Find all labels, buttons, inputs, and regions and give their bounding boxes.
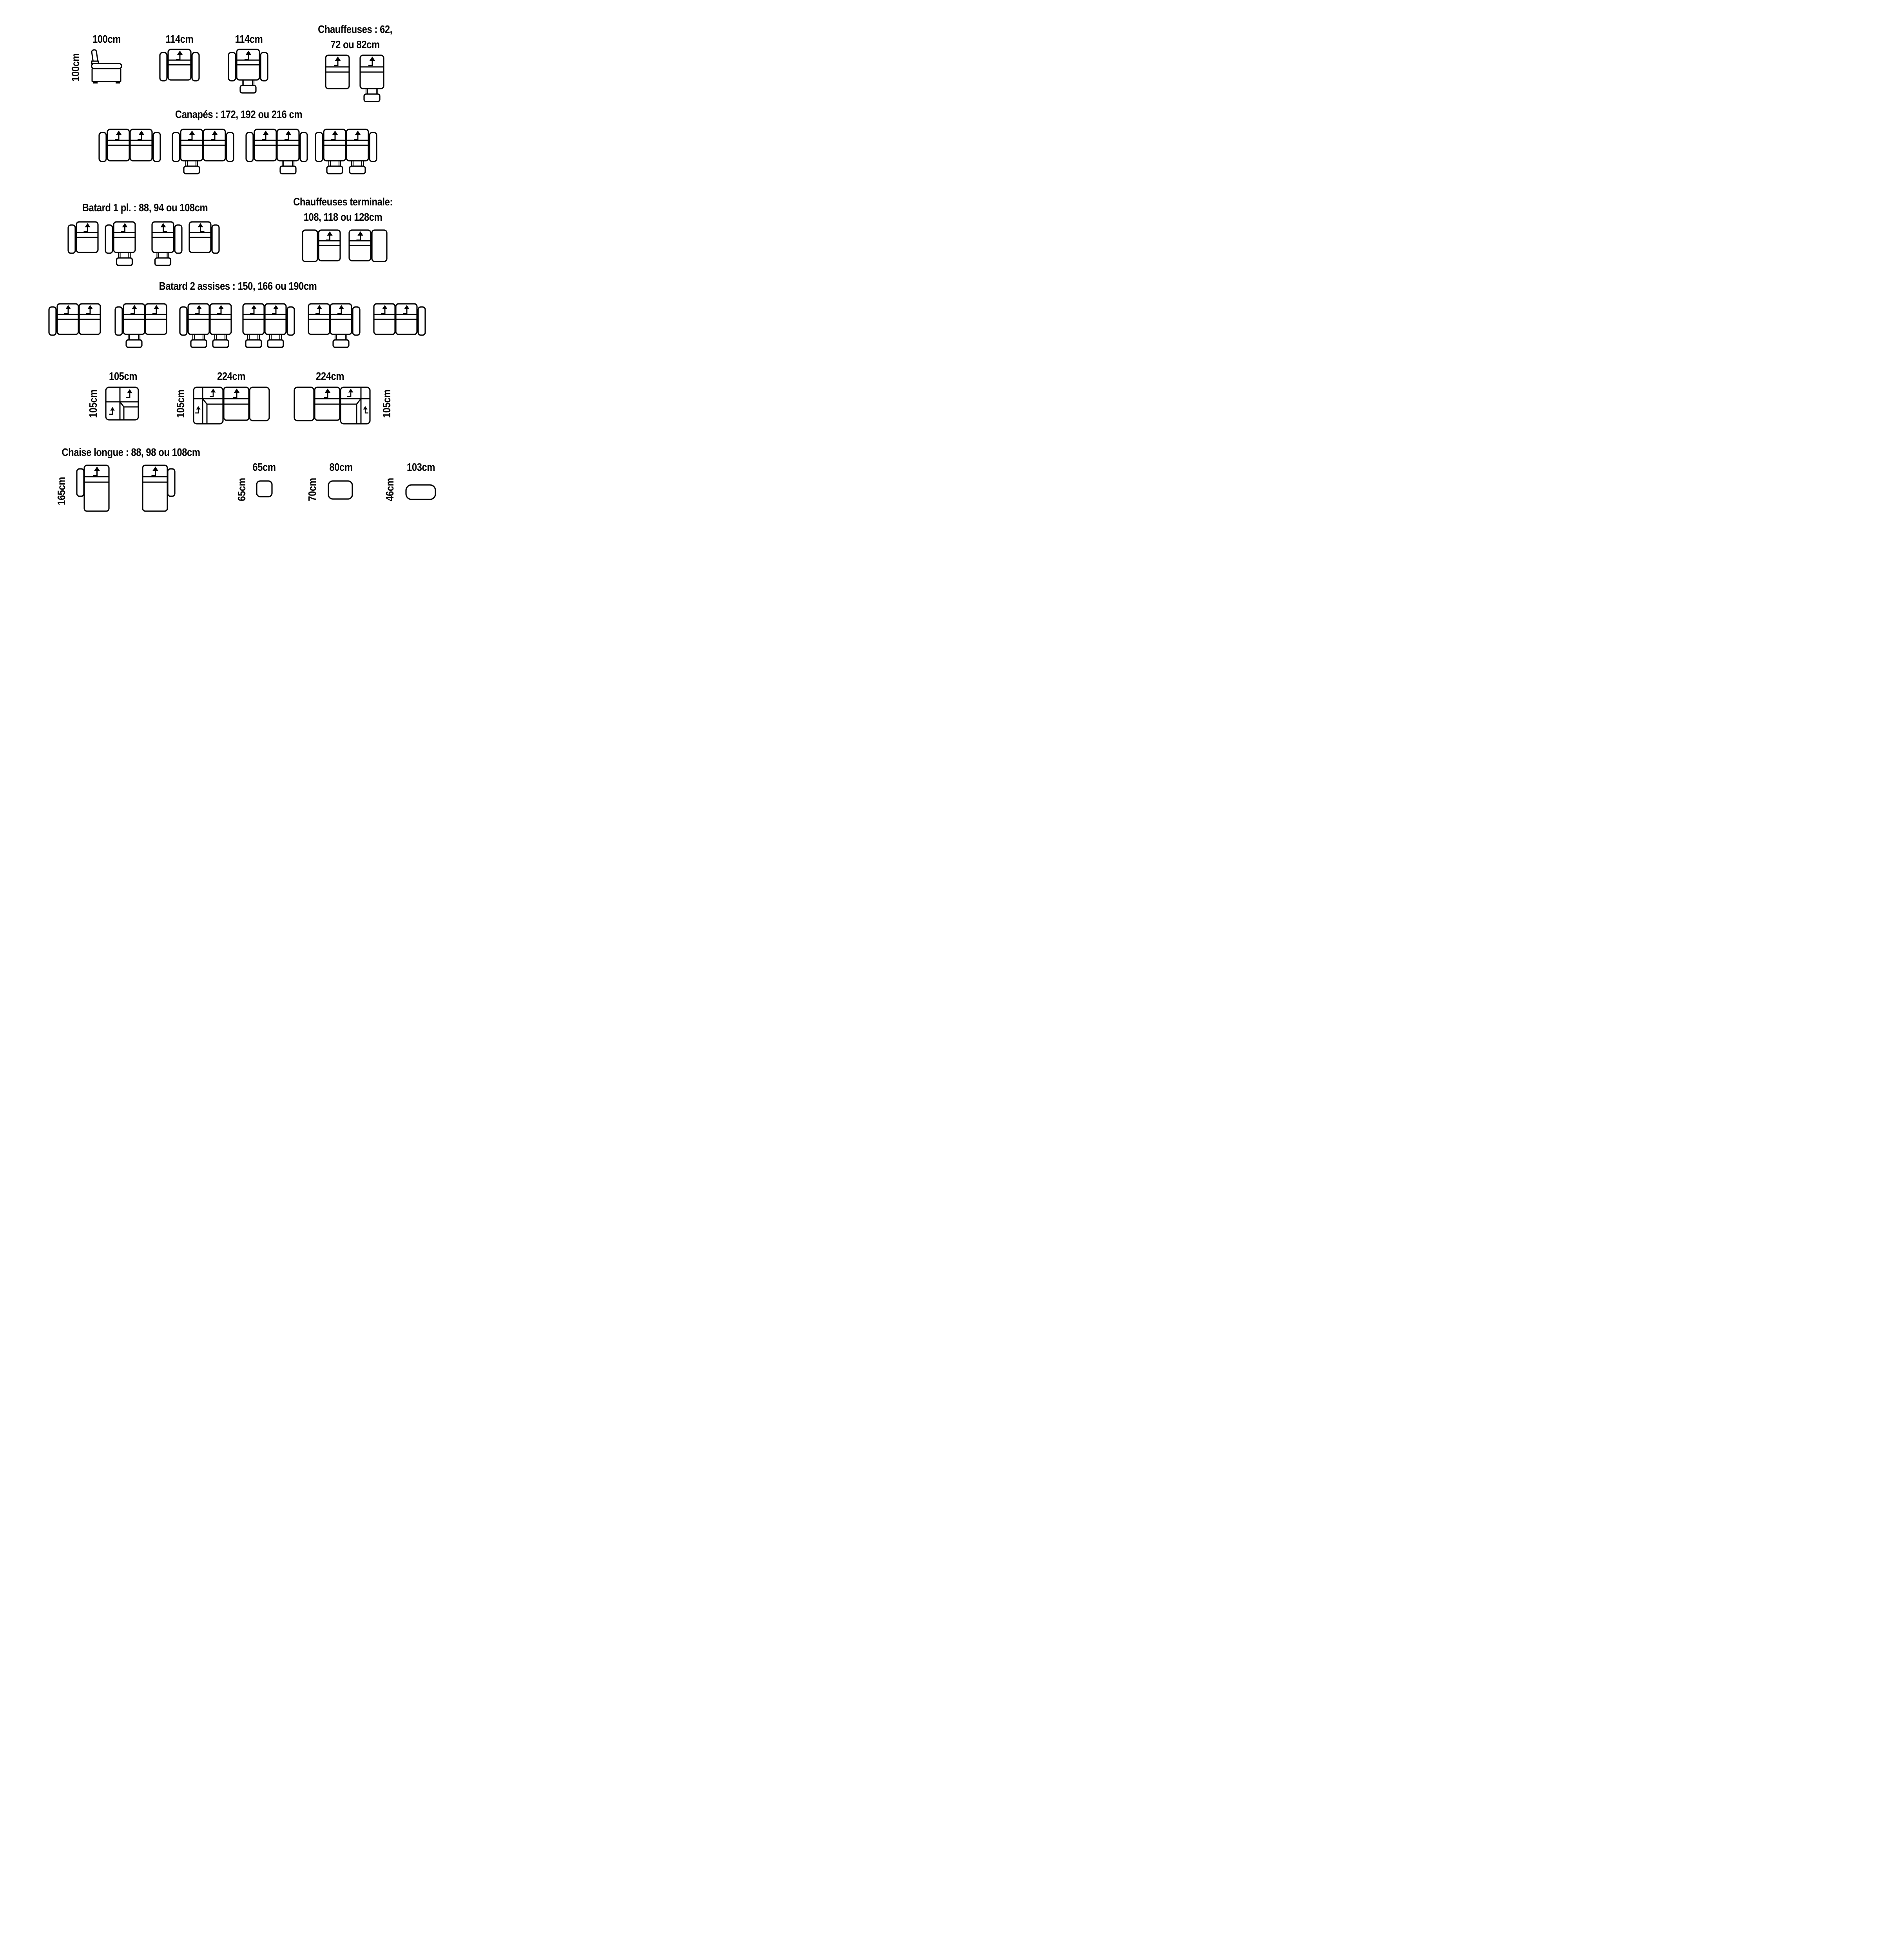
sofa-left-recliner-figure	[172, 129, 234, 175]
corner-depth-label: 105cm	[87, 390, 99, 418]
pouf-large-depth-label: 46cm	[384, 478, 396, 501]
chaise-longue-arm-left-figure	[76, 465, 110, 512]
sectional-right-depth-label: 105cm	[381, 390, 393, 418]
pouf-large-figure	[405, 484, 436, 500]
pouf-small-depth-label: 65cm	[236, 478, 248, 501]
terminale-panel-left-figure	[302, 229, 341, 262]
batard-1pl-title: Batard 1 pl. : 88, 94 ou 108cm	[82, 201, 208, 214]
side-chair-depth-label: 100cm	[69, 53, 82, 82]
armchair-width-label: 114cm	[165, 33, 194, 45]
batard2-arm-right-one-recliner-figure	[308, 303, 361, 348]
chauffeuses-terminale-title-line2: 108, 118 ou 128cm	[303, 211, 382, 223]
armchair-reclined-figure	[228, 49, 268, 94]
pouf-medium-figure	[328, 480, 353, 500]
sectional-corner-left-figure	[193, 387, 270, 425]
furniture-dimension-diagram: 100cm 100cm 114cm 114cm Chauffeuses : 62…	[0, 0, 470, 554]
batard2-arm-right-two-recliners-figure	[242, 303, 295, 348]
sofa-right-recliner-figure	[245, 129, 308, 175]
sofa-both-recliners-figure	[315, 129, 377, 175]
batard1-arm-right-figure	[189, 221, 220, 254]
chauffeuses-title: Chauffeuses : 62, 72 ou 82cm	[318, 22, 392, 52]
corner-width-label: 105cm	[109, 370, 137, 382]
sectional-corner-right-figure	[294, 387, 371, 425]
sofa-figure	[98, 129, 161, 162]
batard1-arm-left-figure	[67, 221, 99, 254]
chauffeuse-figure	[325, 54, 350, 89]
pouf-medium-depth-label: 70cm	[306, 478, 318, 501]
pouf-medium-width-label: 80cm	[329, 461, 353, 473]
chauffeuses-terminale-title-line1: Chauffeuses terminale:	[293, 196, 393, 208]
batard2-arm-right-figure	[373, 303, 426, 336]
batard2-arm-left-one-recliner-figure	[114, 303, 167, 348]
chaise-longue-title: Chaise longue : 88, 98 ou 108cm	[62, 446, 200, 458]
pouf-large-width-label: 103cm	[407, 461, 435, 473]
canapes-title: Canapés : 172, 192 ou 216 cm	[175, 108, 303, 120]
chauffeuses-terminale-title: Chauffeuses terminale: 108, 118 ou 128cm	[293, 194, 393, 225]
chauffeuses-title-line1: Chauffeuses : 62,	[318, 23, 392, 35]
side-view-chair-figure	[91, 49, 122, 84]
corner-module-figure	[105, 387, 139, 421]
sectional-left-depth-label: 105cm	[174, 390, 187, 418]
pouf-small-figure	[256, 480, 273, 497]
chauffeuses-title-line2: 72 ou 82cm	[330, 38, 380, 51]
armchair-reclined-width-label: 114cm	[235, 33, 263, 45]
side-chair-width-label: 100cm	[92, 33, 121, 45]
sectional-left-width-label: 224cm	[217, 370, 245, 382]
batard1-arm-right-recliner-figure	[151, 221, 183, 267]
pouf-small-width-label: 65cm	[252, 461, 276, 473]
chaise-longue-arm-right-figure	[142, 465, 176, 512]
armchair-figure	[159, 49, 200, 82]
batard1-arm-left-recliner-figure	[105, 221, 136, 267]
terminale-panel-right-figure	[348, 229, 388, 262]
sectional-right-width-label: 224cm	[316, 370, 344, 382]
chauffeuse-reclined-figure	[359, 54, 384, 103]
batard2-arm-left-figure	[48, 303, 101, 336]
batard2-arm-left-two-recliners-figure	[179, 303, 232, 348]
chaise-longue-depth-label: 165cm	[55, 477, 67, 505]
batard-2-assises-title: Batard 2 assises : 150, 166 ou 190cm	[159, 280, 317, 292]
